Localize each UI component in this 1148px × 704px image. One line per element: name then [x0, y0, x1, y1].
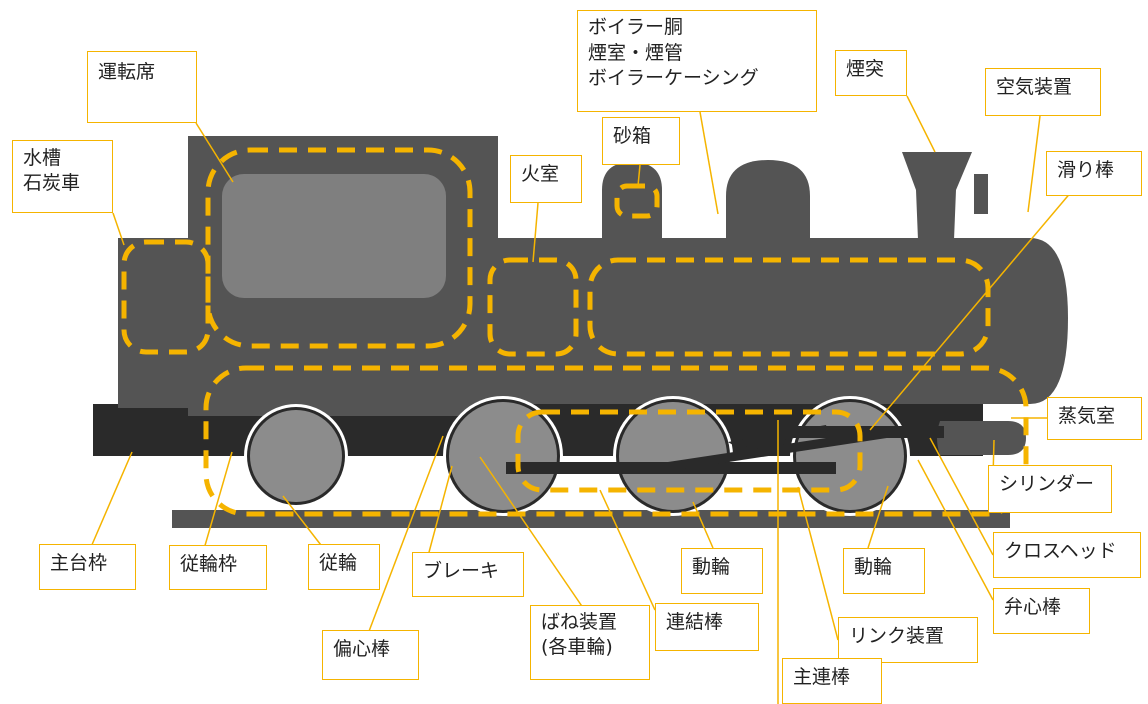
cab-highlight — [205, 147, 473, 349]
leader-bane — [479, 456, 591, 619]
label-brake: ブレーキ — [412, 552, 524, 597]
cylinder — [937, 421, 1026, 455]
sandbox-highlight — [614, 183, 660, 219]
leader-kuuki — [1027, 115, 1041, 213]
leader-juurin — [282, 495, 325, 550]
crosshead-block — [773, 414, 785, 444]
main-rod — [668, 428, 900, 470]
label-bane: ばね装置 (各車輪) — [530, 605, 650, 680]
label-dourin-mid: 動輪 — [681, 548, 763, 594]
label-shurenbou: 主連棒 — [782, 658, 882, 704]
leader-juurinwaku — [203, 451, 233, 550]
label-renketsubou: 連結棒 — [655, 603, 759, 651]
label-boiler: ボイラー胴 煙室・煙管 ボイラーケーシング — [577, 10, 817, 112]
label-untenseki: 運転席 — [87, 51, 197, 123]
label-crosshead: クロスヘッド — [993, 532, 1141, 578]
spring-highlight — [515, 409, 863, 493]
leader-crosshead — [929, 437, 994, 556]
leader-sunabako — [637, 164, 641, 187]
highlight-outlines — [121, 147, 1029, 517]
leader-suberibou — [869, 190, 1073, 431]
steam-dome — [726, 160, 810, 240]
leader-untenseki — [195, 122, 234, 183]
label-suberibou: 滑り棒 — [1046, 151, 1142, 196]
label-suiso: 水槽 石炭車 — [12, 140, 113, 213]
leader-renketsubou — [599, 489, 656, 611]
leader-link — [797, 486, 839, 641]
leader-lines — [90, 95, 1073, 704]
label-joukishitsu: 蒸気室 — [1047, 397, 1142, 440]
drive-wheel-1 — [449, 402, 557, 510]
sand-dome — [602, 162, 662, 240]
firebox-highlight — [487, 257, 579, 357]
boiler-highlight — [587, 257, 991, 357]
cab-window — [222, 174, 446, 298]
leader-brake — [427, 465, 453, 557]
leader-dourin-right — [867, 485, 889, 549]
leader-dourin-mid — [692, 501, 714, 549]
leader-kashitsu — [532, 202, 539, 263]
boiler — [490, 238, 1068, 404]
label-henshinbou: 偏心棒 — [322, 630, 419, 680]
rail — [172, 510, 1010, 528]
leader-boiler — [699, 111, 719, 215]
air-unit — [974, 174, 988, 214]
label-entotsu: 煙突 — [835, 50, 907, 96]
label-juurin: 従輪 — [308, 544, 380, 590]
leader-entotsu — [906, 95, 936, 153]
label-kuuki: 空気装置 — [985, 68, 1101, 116]
leader-shudaiwaku — [90, 451, 133, 548]
label-dourin-right: 動輪 — [843, 548, 925, 594]
label-benshinbou: 弁心棒 — [993, 588, 1090, 634]
label-sunabako: 砂箱 — [602, 117, 680, 165]
drive-wheel-2 — [619, 402, 727, 510]
label-link: リンク装置 — [838, 617, 978, 663]
label-cylinder: シリンダー — [988, 465, 1112, 513]
label-kashitsu: 火室 — [510, 155, 582, 203]
leader-henshinbou — [359, 435, 444, 656]
label-juurinwaku: 従輪枠 — [169, 545, 267, 590]
trailing-wheel — [250, 410, 342, 502]
drive-wheel-3 — [796, 402, 904, 510]
chimney — [902, 152, 972, 240]
leader-suiso — [112, 212, 125, 246]
label-shudaiwaku: 主台枠 — [39, 544, 136, 590]
leader-benshinbou — [917, 459, 994, 601]
coupling-rod — [506, 462, 836, 474]
